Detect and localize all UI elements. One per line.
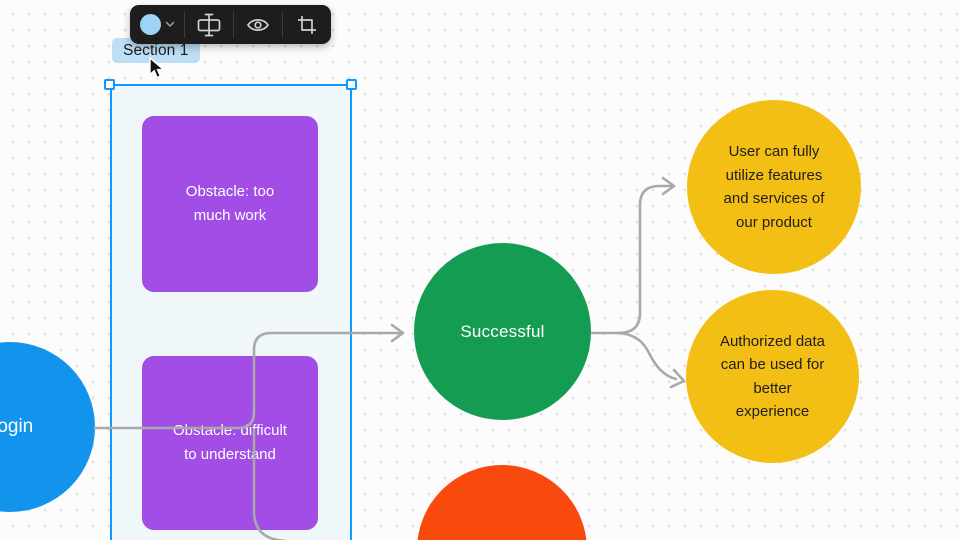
node-obstacle-top-label: Obstacle: too much work <box>185 183 275 224</box>
node-obstacle-top[interactable]: Obstacle: too much work <box>142 116 318 292</box>
node-obstacle-bottom-label: Obstacle: difficult to understand <box>173 422 287 463</box>
fill-color-button[interactable] <box>130 5 184 44</box>
color-swatch-circle-icon <box>140 14 161 35</box>
connector-successful-to-outcome-top[interactable] <box>590 176 676 335</box>
toolbar-divider <box>233 11 234 38</box>
toolbar-divider <box>282 11 283 38</box>
chevron-down-icon <box>165 21 175 28</box>
node-login-label: Login <box>0 416 34 437</box>
toolbar-divider <box>184 11 185 38</box>
section-resize-handle-top-right[interactable] <box>346 79 357 90</box>
node-obstacle-bottom[interactable]: Obstacle: difficult to understand <box>142 356 318 530</box>
section-tool-button[interactable] <box>283 5 331 44</box>
connector-login-to-successful[interactable] <box>93 323 405 430</box>
visibility-button[interactable] <box>234 5 282 44</box>
arrowhead-into-successful <box>390 323 405 343</box>
node-outcome-top-label: User can fully utilize features and serv… <box>723 143 825 231</box>
section-label-text: Section 1 <box>123 41 189 59</box>
node-successful[interactable]: Successful <box>414 243 591 420</box>
connector-line[interactable] <box>590 184 673 335</box>
node-successful-label: Successful <box>460 321 545 341</box>
connector-successful-to-outcome-bottom[interactable] <box>616 331 686 389</box>
section-crop-icon <box>298 15 316 34</box>
connector-line[interactable] <box>616 331 678 381</box>
arrowhead-into-outcome-top <box>661 176 676 196</box>
node-login[interactable]: Login <box>0 342 95 512</box>
rename-field-icon <box>197 13 221 36</box>
section-resize-handle-top-left[interactable] <box>104 79 115 90</box>
rename-button[interactable] <box>185 5 233 44</box>
eye-icon <box>246 18 270 31</box>
node-failure[interactable] <box>417 465 587 540</box>
connector-line[interactable] <box>93 331 403 430</box>
arrowhead-into-outcome-bottom <box>669 368 686 389</box>
node-outcome-top[interactable]: User can fully utilize features and serv… <box>687 100 861 274</box>
floating-toolbar <box>130 5 331 44</box>
node-outcome-bottom-label: Authorized data can be used for better e… <box>719 332 826 421</box>
node-outcome-bottom[interactable]: Authorized data can be used for better e… <box>686 290 859 463</box>
